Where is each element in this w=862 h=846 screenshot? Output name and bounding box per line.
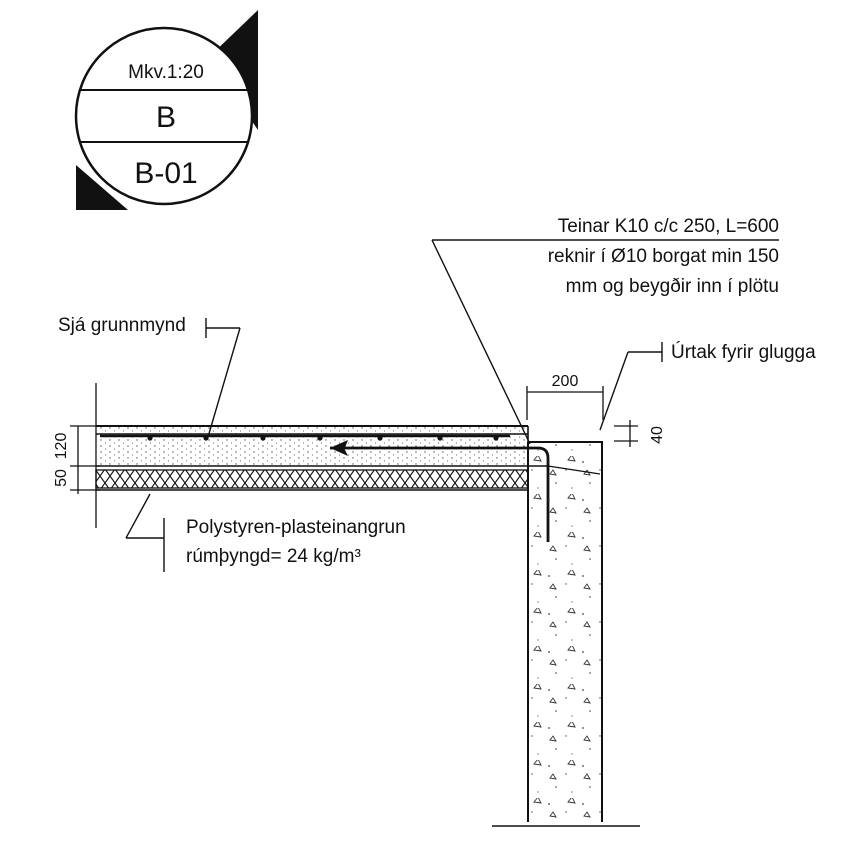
window-recess-leader (599, 351, 629, 431)
wall-fill (528, 442, 602, 822)
concrete-wall (492, 441, 640, 827)
stamp-scale-label: Mkv.1:20 (128, 62, 204, 83)
rebar-annotation: Teinar K10 c/c 250, L=600 reknir í Ø10 b… (431, 216, 779, 445)
insulation-label-line1: Polystyren-plasteinangrun (186, 517, 406, 538)
rebar-note-line2: reknir í Ø10 borgat min 150 (548, 246, 779, 267)
see-plan-leader (207, 327, 241, 438)
stamp-circle (74, 26, 254, 206)
slab-thickness-label: 120 (53, 433, 70, 460)
rebar-dots (147, 435, 499, 441)
left-dimension-chain: 120 50 (53, 383, 100, 528)
recess-width-label: 200 (552, 373, 579, 390)
insulation-annotation: Polystyren-plasteinangrun rúmþyngd= 24 k… (125, 493, 406, 572)
rebar-note-line3: mm og beygðir inn í plötu (566, 276, 779, 297)
recess-depth-label: 40 (649, 426, 666, 444)
insulation-leader (125, 493, 151, 539)
detail-stamp: Mkv.1:20 B B-01 (74, 10, 258, 210)
see-plan-annotation: Sjá grunnmynd (58, 315, 241, 438)
insulation-thickness-label: 50 (53, 469, 70, 487)
stamp-corner-triangle-bottom (76, 165, 128, 210)
stamp-detail-label: B (156, 101, 176, 134)
insulation-layer (95, 469, 529, 489)
see-plan-label: Sjá grunnmynd (58, 315, 186, 336)
rebar-note-line1: Teinar K10 c/c 250, L=600 (558, 216, 779, 237)
window-recess-annotation: Úrtak fyrir glugga (599, 341, 816, 431)
rebar-leader-line (431, 239, 531, 445)
insulation-label-line2: rúmþyngd= 24 kg/m³ (186, 546, 361, 567)
recess-width-dimension: 200 (526, 373, 604, 420)
window-recess-label: Úrtak fyrir glugga (671, 341, 816, 363)
stamp-sheet-label: B-01 (134, 157, 197, 190)
slab-concrete (96, 426, 528, 466)
recess-depth-dimension: 40 (614, 420, 666, 447)
floor-slab (95, 425, 550, 542)
